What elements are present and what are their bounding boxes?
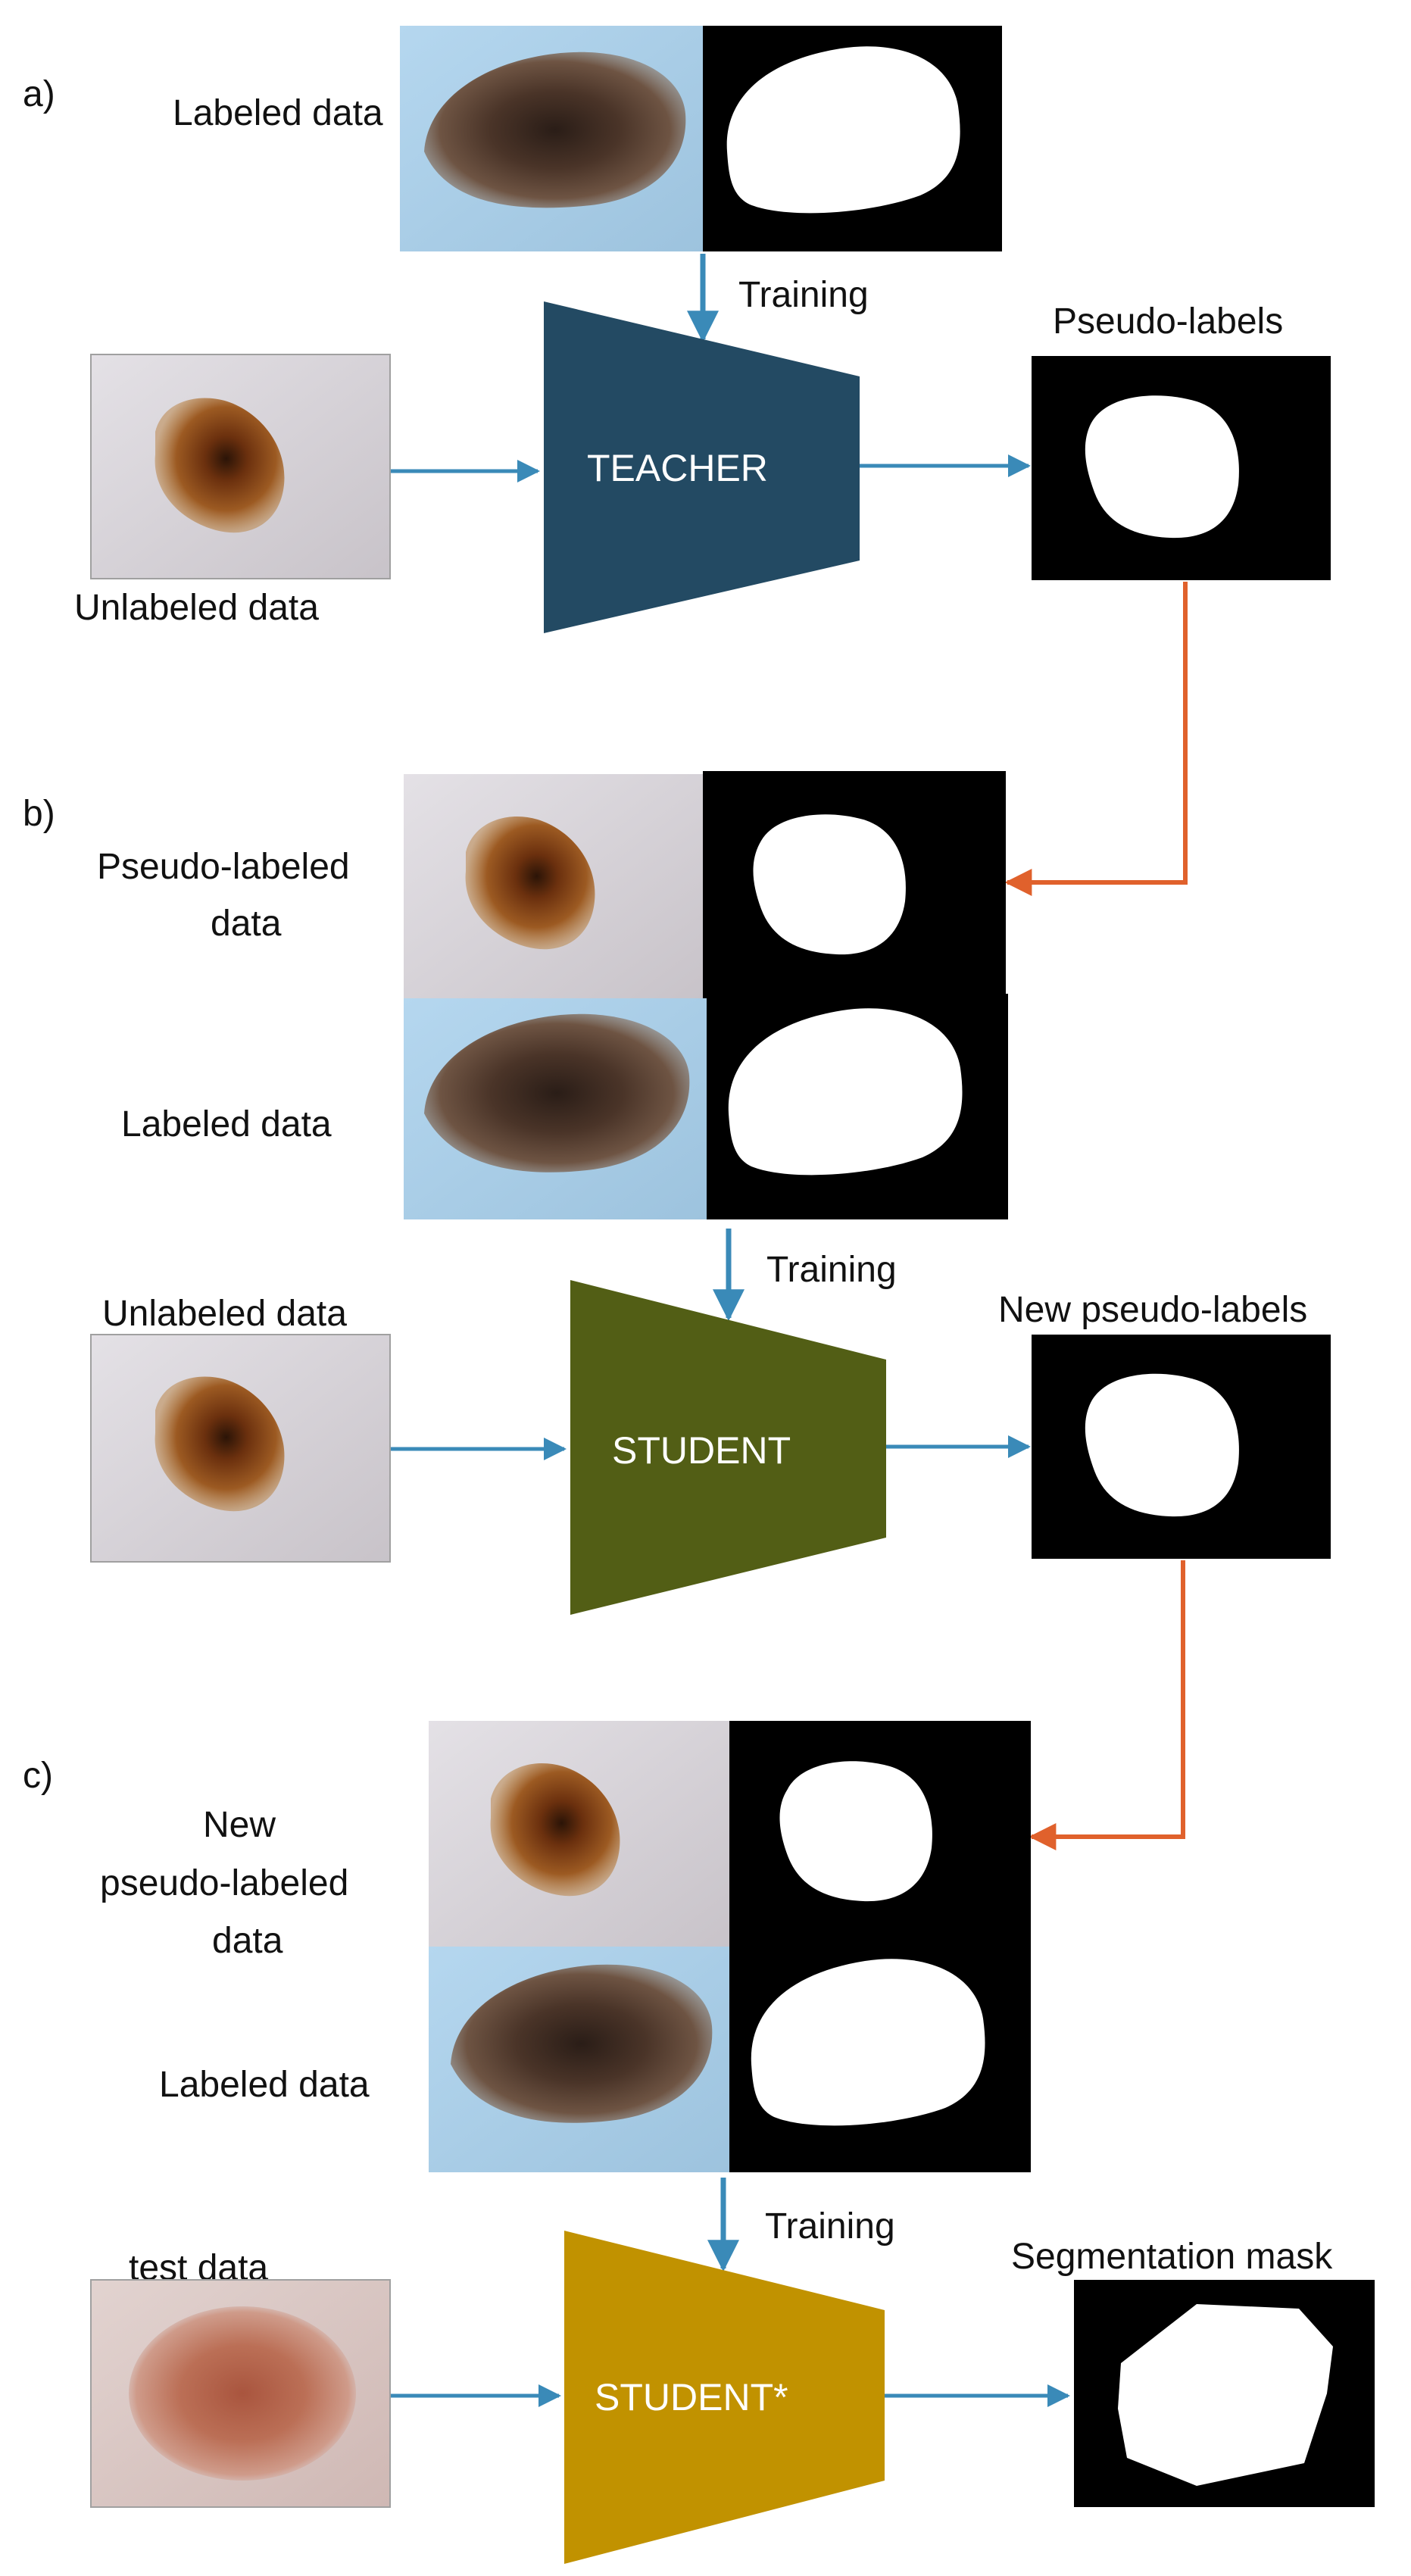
labeled-image-b: [404, 998, 707, 1219]
student-star-label: STUDENT*: [595, 2376, 788, 2418]
new-pseudo-labeled-image-c: [429, 1721, 729, 1947]
teacher-label: TEACHER: [587, 447, 768, 489]
unlabeled-image-b: [90, 1334, 391, 1563]
labeled-mask-c: [729, 1947, 1031, 2172]
segmentation-mask: [1074, 2280, 1375, 2507]
section-label-c: c): [23, 1756, 53, 1796]
segmentation-mask-label: Segmentation mask: [1011, 2237, 1333, 2277]
feedback-arrow-bc: [1029, 1560, 1185, 1850]
student-label: STUDENT: [612, 1429, 791, 1472]
mask-a: [703, 26, 1002, 251]
new-pseudo-label-mask-b: [1032, 1335, 1331, 1559]
student-model: [570, 1280, 886, 1615]
new-pseudo-labels-label: New pseudo-labels: [998, 1290, 1307, 1330]
training-label-c: Training: [765, 2206, 895, 2247]
new-pseudo-labeled-mask-c: [729, 1721, 1031, 1947]
section-label-b: b): [23, 794, 55, 834]
pseudo-labels-label: Pseudo-labels: [1053, 301, 1283, 342]
new-pseudo-labeled-label-c-3: data: [212, 1921, 283, 1961]
labeled-data-label-c: Labeled data: [159, 2065, 370, 2105]
unlabeled-image-a: [90, 354, 391, 579]
new-pseudo-labeled-label-c-1: New: [203, 1805, 276, 1845]
unlabeled-data-label-b: Unlabeled data: [102, 1294, 347, 1334]
training-label-a: Training: [738, 275, 869, 315]
new-pseudo-labeled-label-c-2: pseudo-labeled: [100, 1863, 348, 1903]
training-label-b: Training: [766, 1250, 897, 1290]
teacher-model: [544, 301, 860, 633]
labeled-image-a: [400, 26, 703, 251]
pseudo-label-mask-a: [1032, 356, 1331, 580]
pseudo-labeled-mask-b: [703, 771, 1006, 998]
test-image: [90, 2279, 391, 2508]
student-star-model: [564, 2231, 885, 2564]
pseudo-labeled-data-label-b-1: Pseudo-labeled: [97, 847, 350, 887]
feedback-arrow-ab: [1004, 582, 1188, 896]
pseudo-labeled-data-label-b-2: data: [211, 904, 282, 944]
pseudo-labeled-image-b: [404, 774, 703, 998]
labeled-data-label-a: Labeled data: [173, 93, 383, 133]
labeled-data-label-b: Labeled data: [121, 1104, 332, 1144]
labeled-mask-b: [707, 994, 1008, 1219]
labeled-image-c: [429, 1947, 729, 2172]
unlabeled-data-label-a: Unlabeled data: [74, 588, 319, 628]
section-label-a: a): [23, 74, 55, 114]
